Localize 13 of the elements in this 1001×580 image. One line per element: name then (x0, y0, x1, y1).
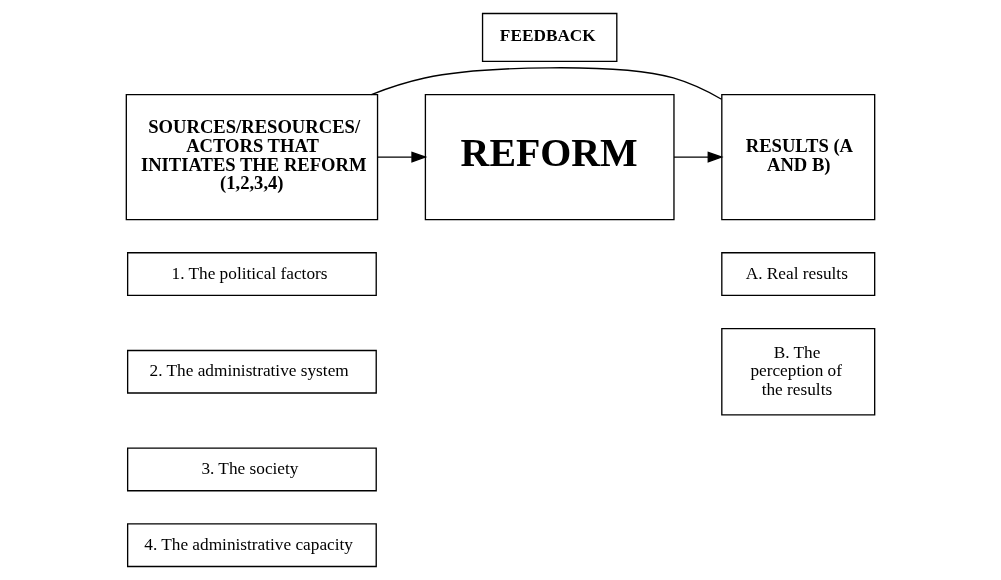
node-box: RESULTS (A AND B) (721, 93, 876, 221)
node-box: FEEDBACK (481, 12, 618, 63)
node-box: 4. The administrative capacity (127, 523, 377, 568)
arrow (673, 151, 724, 163)
node-box: B. The perception of the results (721, 327, 876, 416)
node-box: SOURCES/RESOURCES/ ACTORS THAT INITIATES THE REFORM (1,2,3,4) (125, 93, 379, 221)
node-box: 1. The political factors (127, 252, 377, 296)
node-box: 3. The society (127, 447, 377, 492)
arrow (376, 151, 428, 163)
node-box: REFORM (424, 93, 675, 221)
node-box: A. Real results (721, 252, 876, 296)
connector (370, 67, 723, 100)
node-box: 2. The administrative system (127, 349, 377, 394)
